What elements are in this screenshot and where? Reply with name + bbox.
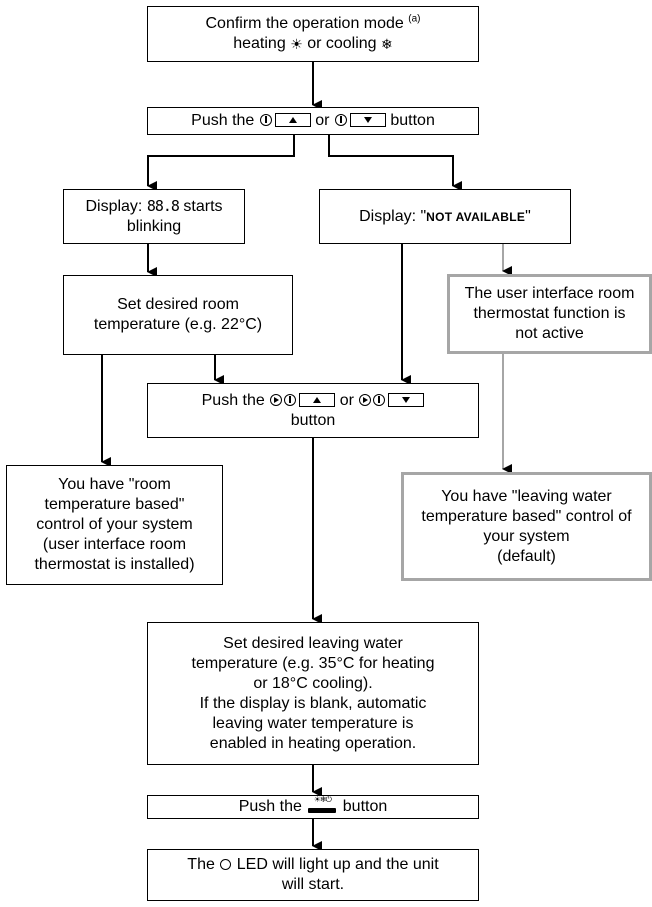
led-start-box: The LED will light up and the unit will … [147,849,479,901]
set-water-temperature-box: Set desired leaving water temperature (e… [147,622,479,765]
led-icon [220,859,232,870]
segment-display-value: 88.8 [146,197,180,215]
play-icon [359,393,372,406]
set-room-line1: Set desired room [117,296,239,313]
starts-text: starts [183,198,223,215]
display-not-available-box: Display: "NOT AVAILABLE" [319,189,571,244]
room-based-line1: You have "room [58,476,171,493]
cooling-label: or cooling [307,35,377,52]
or-text: or [315,112,330,129]
set-water-line2: temperature (e.g. 35°C for heating [191,654,435,672]
set-room-temperature-box: Set desired room temperature (e.g. 22°C) [63,275,293,355]
thermometer-icon [284,393,297,406]
push-the-text: Push the [201,391,265,409]
room-based-line4: (user interface room [42,536,187,553]
water-based-line4: (default) [497,547,556,565]
thermostat-inactive-box: The user interface room thermostat funct… [447,274,652,354]
set-water-line5: leaving water temperature is [212,714,414,732]
inactive-line3: not active [515,325,584,342]
snowflake-icon: ❄ [381,36,393,52]
button-text: button [342,798,388,815]
water-based-line2: temperature based" control of [421,507,632,525]
on-off-button-icon: ☀❄⏻ [308,795,337,813]
confirm-mode-box: Confirm the operation mode (a) heating ☀… [147,6,479,62]
sun-icon: ☀ [290,36,303,52]
quote-close: " [525,207,531,225]
thermometer-icon [334,114,347,126]
footnote-a: (a) [408,13,421,25]
thermometer-icon [373,393,386,406]
button-text: button [290,411,336,429]
thermometer-icon [259,114,272,126]
play-icon [270,393,283,406]
or-text: or [339,391,354,409]
room-based-line5: thermostat is installed) [34,556,195,573]
push-play-buttons-box: Push the or button [147,383,479,438]
arrow-push-to-na [328,134,462,191]
down-arrow-key-icon [388,392,425,407]
set-water-line4: If the display is blank, automatic [199,694,427,712]
room-based-line3: control of your system [36,516,193,533]
set-water-line1: Set desired leaving water [223,634,403,652]
arrow-push-to-blink [147,134,295,191]
led-text: LED will light up and the unit [236,856,439,873]
button-text: button [390,112,435,129]
display-label: Display: [85,198,143,215]
push-the-text: Push the [238,798,302,815]
set-water-line3: or 18°C cooling). [253,674,373,692]
room-temperature-based-box: You have "room temperature based" contro… [6,465,223,585]
down-arrow-key-icon [349,113,386,127]
the-text: The [187,856,215,873]
confirm-mode-text: Confirm the operation mode [205,15,404,32]
push-the-text: Push the [191,112,255,129]
display-label: Display: " [359,207,427,225]
set-room-line2: temperature (e.g. 22°C) [93,316,263,333]
will-start-text: will start. [281,876,345,893]
up-arrow-key-icon [274,113,311,127]
water-based-line1: You have "leaving water [441,487,612,505]
water-based-line3: your system [483,527,570,545]
inactive-line2: thermostat function is [473,305,626,322]
room-based-line2: temperature based" [44,496,185,513]
not-available-code: NOT AVAILABLE [426,209,526,224]
push-temp-buttons-box: Push the or button [147,107,479,135]
inactive-line1: The user interface room [464,285,635,302]
water-temperature-based-box: You have "leaving water temperature base… [401,472,652,581]
up-arrow-key-icon [299,392,336,407]
blinking-text: blinking [126,218,182,235]
set-water-line6: enabled in heating operation. [209,734,417,752]
push-onoff-button-box: Push the ☀❄⏻ button [147,795,479,819]
display-blinking-box: Display: 88.8 starts blinking [63,189,245,244]
heating-label: heating [233,35,286,52]
